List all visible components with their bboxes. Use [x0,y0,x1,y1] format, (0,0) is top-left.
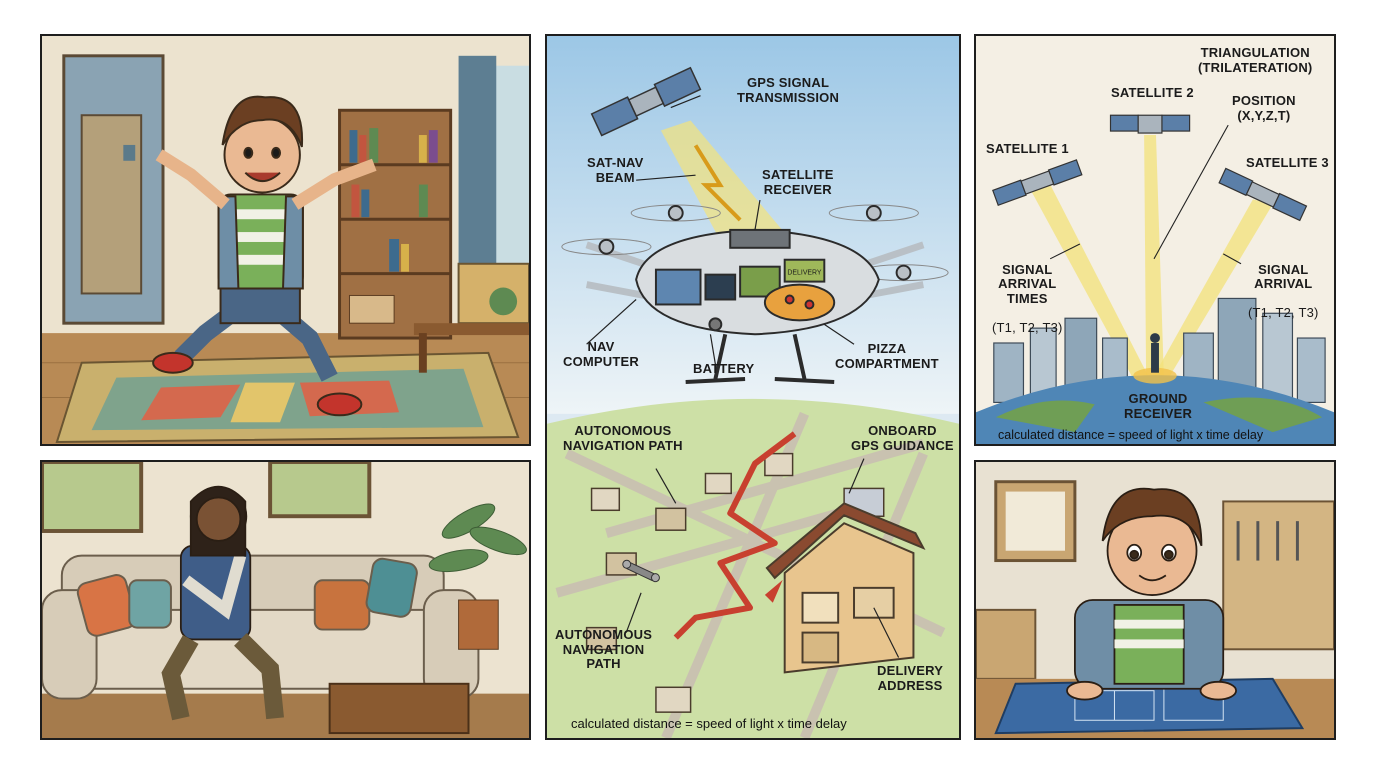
drone-formula: calculated distance = speed of light x t… [571,716,847,731]
panel-running-boy [40,34,531,446]
label-signal-arrival-left: SIGNAL ARRIVAL TIMES (T1, T2, T3) [992,248,1063,335]
drone-box-label: DELIVERY [787,270,821,277]
signal-arrival-right-times: (T1, T2, T3) [1248,305,1319,321]
label-position: POSITION (X,Y,Z,T) [1232,93,1296,123]
sofa-girl-illustration [42,462,529,738]
signal-arrival-left-times: (T1, T2, T3) [992,319,1063,335]
label-signal-arrival-right: SIGNAL ARRIVAL (T1, T2, T3) [1248,248,1319,321]
running-boy-illustration [42,36,529,444]
label-satellite-receiver: SATELLITE RECEIVER [762,167,834,197]
label-ground-receiver: GROUND RECEIVER [1124,391,1193,421]
trilateration-formula: calculated distance = speed of light x t… [998,428,1264,442]
label-sat-nav-beam: SAT-NAV BEAM [587,155,644,185]
label-pizza-compartment: PIZZA COMPARTMENT [835,341,939,371]
label-gps-signal: GPS SIGNAL TRANSMISSION [737,75,840,105]
label-satellite-1: SATELLITE 1 [986,141,1069,156]
panel-drone-diagram: DELIVERY GPS SIGNAL TRANSMISSION SAT-NAV… [545,34,961,740]
label-delivery-address: DELIVERY ADDRESS [877,663,944,693]
panel-workbench-boy [974,460,1336,740]
drone-illustration: DELIVERY [547,36,959,738]
label-autonomous-nav-bottom: AUTONOMOUS NAVIGATION PATH [555,627,653,672]
label-satellite-2: SATELLITE 2 [1111,85,1194,100]
workbench-boy-illustration [976,462,1334,738]
label-nav-computer: NAV COMPUTER [563,339,639,369]
label-trilateration-title: TRIANGULATION (TRILATERATION) [1198,45,1313,75]
label-satellite-3: SATELLITE 3 [1246,155,1329,170]
signal-arrival-left-text: SIGNAL ARRIVAL TIMES [998,261,1057,306]
panel-trilateration: TRIANGULATION (TRILATERATION) SATELLITE … [974,34,1336,446]
label-onboard-gps: ONBOARD GPS GUIDANCE [851,423,954,453]
label-autonomous-nav-top: AUTONOMOUS NAVIGATION PATH [563,423,683,453]
signal-arrival-right-text: SIGNAL ARRIVAL [1254,261,1313,292]
trilateration-illustration [976,36,1334,444]
panel-sofa-girl [40,460,531,740]
label-battery: BATTERY [693,361,755,376]
